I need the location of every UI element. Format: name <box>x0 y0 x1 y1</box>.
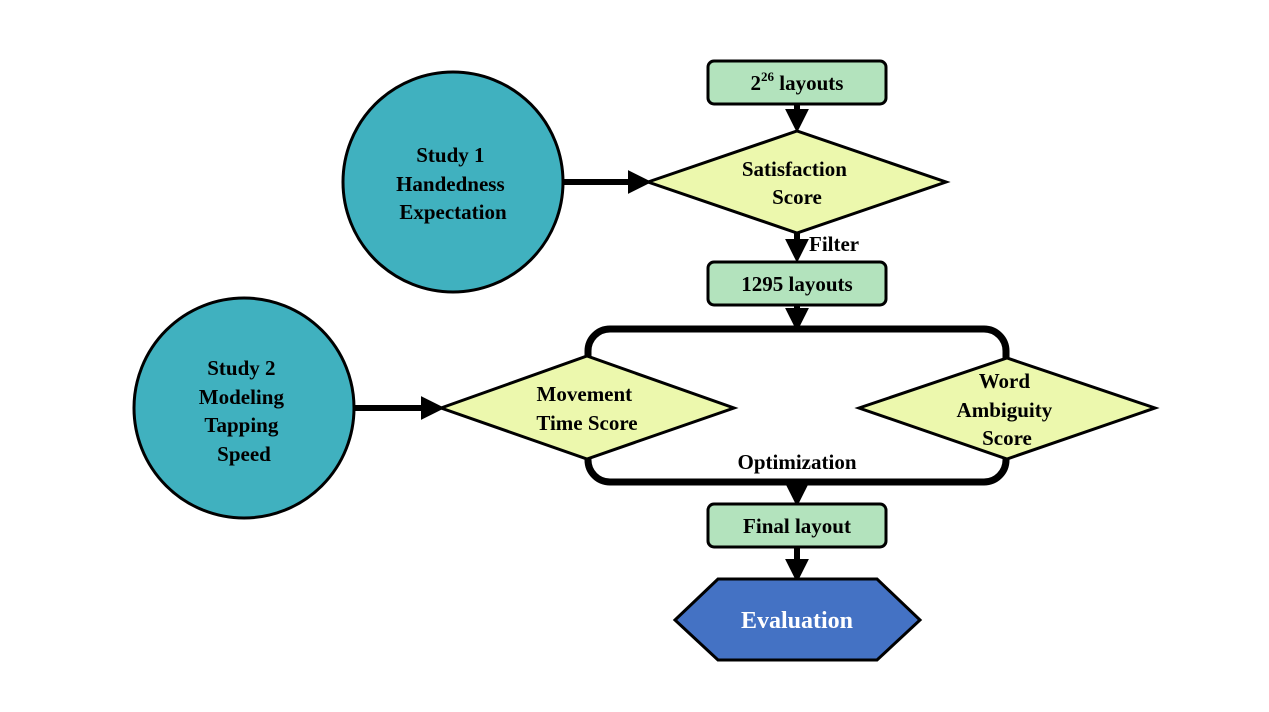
movement-label: Movement Time Score <box>536 382 637 435</box>
study1-circle <box>341 70 565 294</box>
evaluation-hexagon <box>672 577 923 662</box>
ambiguity-node: Word Ambiguity Score <box>854 356 1160 461</box>
study2-line1: Study 2 <box>207 356 275 380</box>
satisfaction-line2: Score <box>772 185 822 209</box>
satisfaction-diamond <box>643 129 951 235</box>
study2-node: Study 2 Modeling Tapping Speed <box>132 296 356 520</box>
final-layout-label: Final layout <box>743 514 851 538</box>
filter-label: Filter <box>809 232 859 256</box>
all-layouts-base: 2 <box>751 71 762 95</box>
all-layouts-rect <box>706 59 888 106</box>
filtered-layouts-rect <box>706 260 888 307</box>
satisfaction-line1: Satisfaction <box>742 157 847 181</box>
filtered-layouts-label: 1295 layouts <box>741 272 852 296</box>
all-layouts-label: 226 layouts <box>751 69 844 95</box>
optimization-label: Optimization <box>738 450 857 474</box>
movement-line1: Movement <box>537 382 633 406</box>
study1-line1: Study 1 <box>416 143 484 167</box>
ambiguity-line1: Word <box>979 369 1031 393</box>
study1-label: Study 1 Handedness Expectation <box>396 143 510 224</box>
evaluation-node: Evaluation <box>672 577 923 662</box>
movement-line2: Time Score <box>536 411 637 435</box>
all-layouts-box: 226 layouts <box>706 59 888 106</box>
final-layout-rect <box>706 502 888 549</box>
study2-circle <box>132 296 356 520</box>
all-layouts-exponent: 26 <box>761 69 775 84</box>
ambiguity-line3: Score <box>982 426 1032 450</box>
ambiguity-label: Word Ambiguity Score <box>957 369 1058 450</box>
all-layouts-suffix: layouts <box>774 71 843 95</box>
study2-line4: Speed <box>217 442 271 466</box>
ambiguity-diamond <box>854 356 1160 461</box>
study1-node: Study 1 Handedness Expectation <box>341 70 565 294</box>
study2-label: Study 2 Modeling Tapping Speed <box>199 356 289 466</box>
evaluation-label: Evaluation <box>741 608 853 634</box>
study1-line3: Expectation <box>399 200 507 224</box>
final-layout-box: Final layout <box>706 502 888 549</box>
movement-diamond <box>436 354 739 461</box>
filtered-layouts-box: 1295 layouts <box>706 260 888 307</box>
study1-line2: Handedness <box>396 172 505 196</box>
movement-node: Movement Time Score <box>436 354 739 461</box>
ambiguity-line2: Ambiguity <box>957 398 1053 422</box>
satisfaction-node: Satisfaction Score <box>643 129 951 235</box>
study2-line2: Modeling <box>199 385 285 409</box>
study2-line3: Tapping <box>204 413 278 437</box>
satisfaction-label: Satisfaction Score <box>742 157 852 209</box>
